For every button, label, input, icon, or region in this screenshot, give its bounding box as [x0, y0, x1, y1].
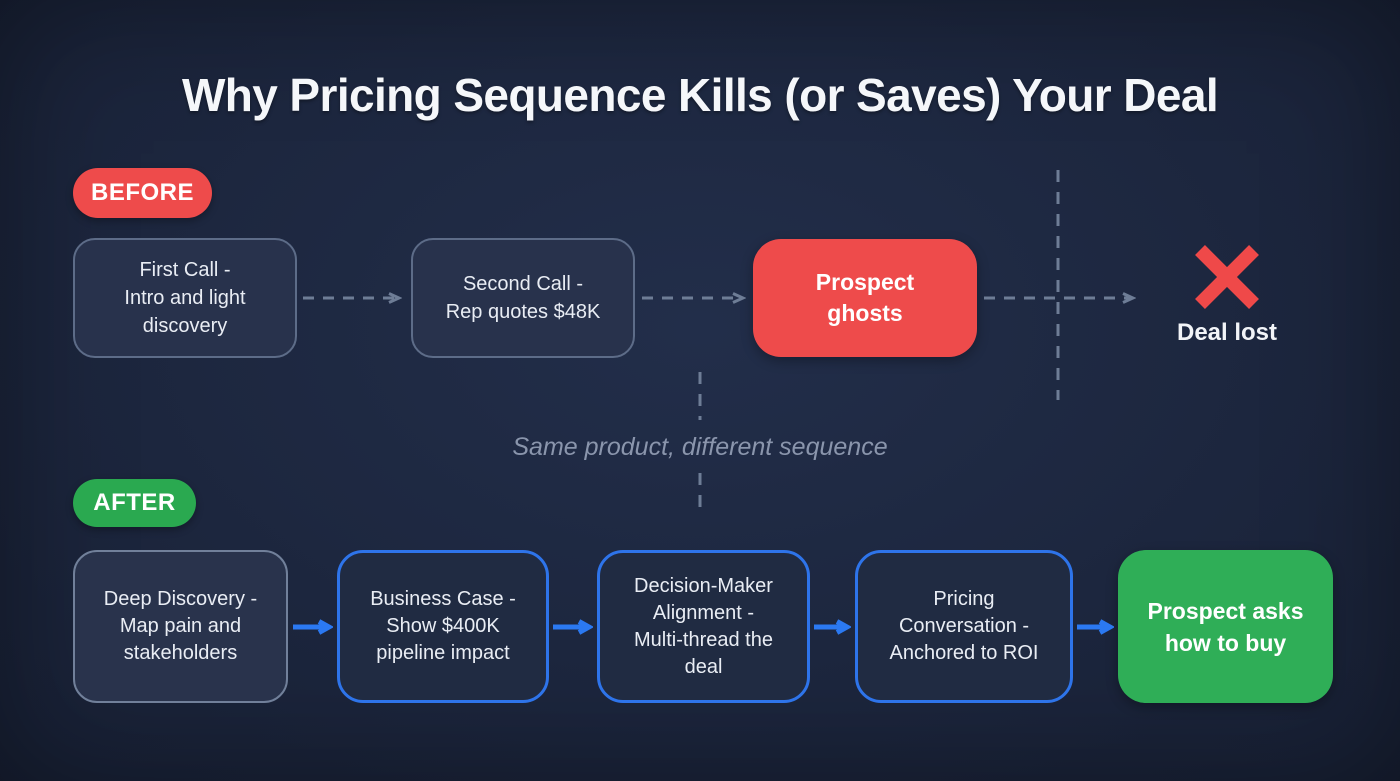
step-line: discovery — [142, 315, 228, 337]
before-badge: BEFORE — [73, 168, 212, 218]
step-line: Alignment - — [652, 601, 755, 624]
step-line: Deep Discovery - — [103, 588, 258, 610]
step-line: how to buy — [1164, 629, 1287, 656]
x-mark-icon — [1195, 245, 1259, 309]
step-line: Map pain and — [119, 615, 242, 637]
before-step-second-call: Second Call - Rep quotes $48K — [411, 238, 635, 358]
step-line: Show $400K — [386, 615, 500, 637]
step-line: ghosts — [827, 300, 903, 326]
after-step-business-case: Business Case - Show $400K pipeline impa… — [337, 550, 549, 703]
step-line: Intro and light — [124, 287, 246, 309]
after-step-prospect-asks-to-buy: Prospect asks how to buy — [1118, 550, 1333, 703]
step-line: Multi-thread the — [634, 628, 773, 651]
step-line: Conversation - — [898, 615, 1030, 637]
step-line: Rep quotes $48K — [445, 301, 601, 323]
step-line: Prospect — [815, 269, 915, 295]
after-badge-label: AFTER — [93, 489, 176, 516]
before-step-prospect-ghosts: Prospect ghosts — [753, 239, 977, 357]
step-line: Pricing — [933, 588, 995, 610]
step-line: Decision-Maker — [634, 574, 773, 597]
after-step-decision-maker-alignment: Decision-Maker Alignment - Multi-thread … — [597, 550, 810, 703]
before-step-first-call: First Call - Intro and light discovery — [73, 238, 297, 358]
step-line: pipeline impact — [376, 642, 510, 664]
deal-lost-label: Deal lost — [1176, 319, 1278, 346]
step-line: Prospect asks — [1147, 597, 1304, 624]
step-line: Second Call - — [462, 273, 584, 295]
after-step-deep-discovery: Deep Discovery - Map pain and stakeholde… — [73, 550, 288, 703]
step-line: First Call - — [139, 259, 231, 281]
after-step-pricing-conversation: Pricing Conversation - Anchored to ROI — [855, 550, 1073, 703]
step-line: Anchored to ROI — [889, 642, 1039, 664]
after-badge: AFTER — [73, 479, 196, 527]
page-title: Why Pricing Sequence Kills (or Saves) Yo… — [181, 69, 1219, 121]
step-line: Business Case - — [370, 588, 516, 610]
step-line: deal — [684, 655, 723, 678]
step-line: stakeholders — [123, 642, 238, 664]
divider-caption: Same product, different sequence — [512, 433, 888, 461]
before-badge-label: BEFORE — [90, 179, 194, 206]
